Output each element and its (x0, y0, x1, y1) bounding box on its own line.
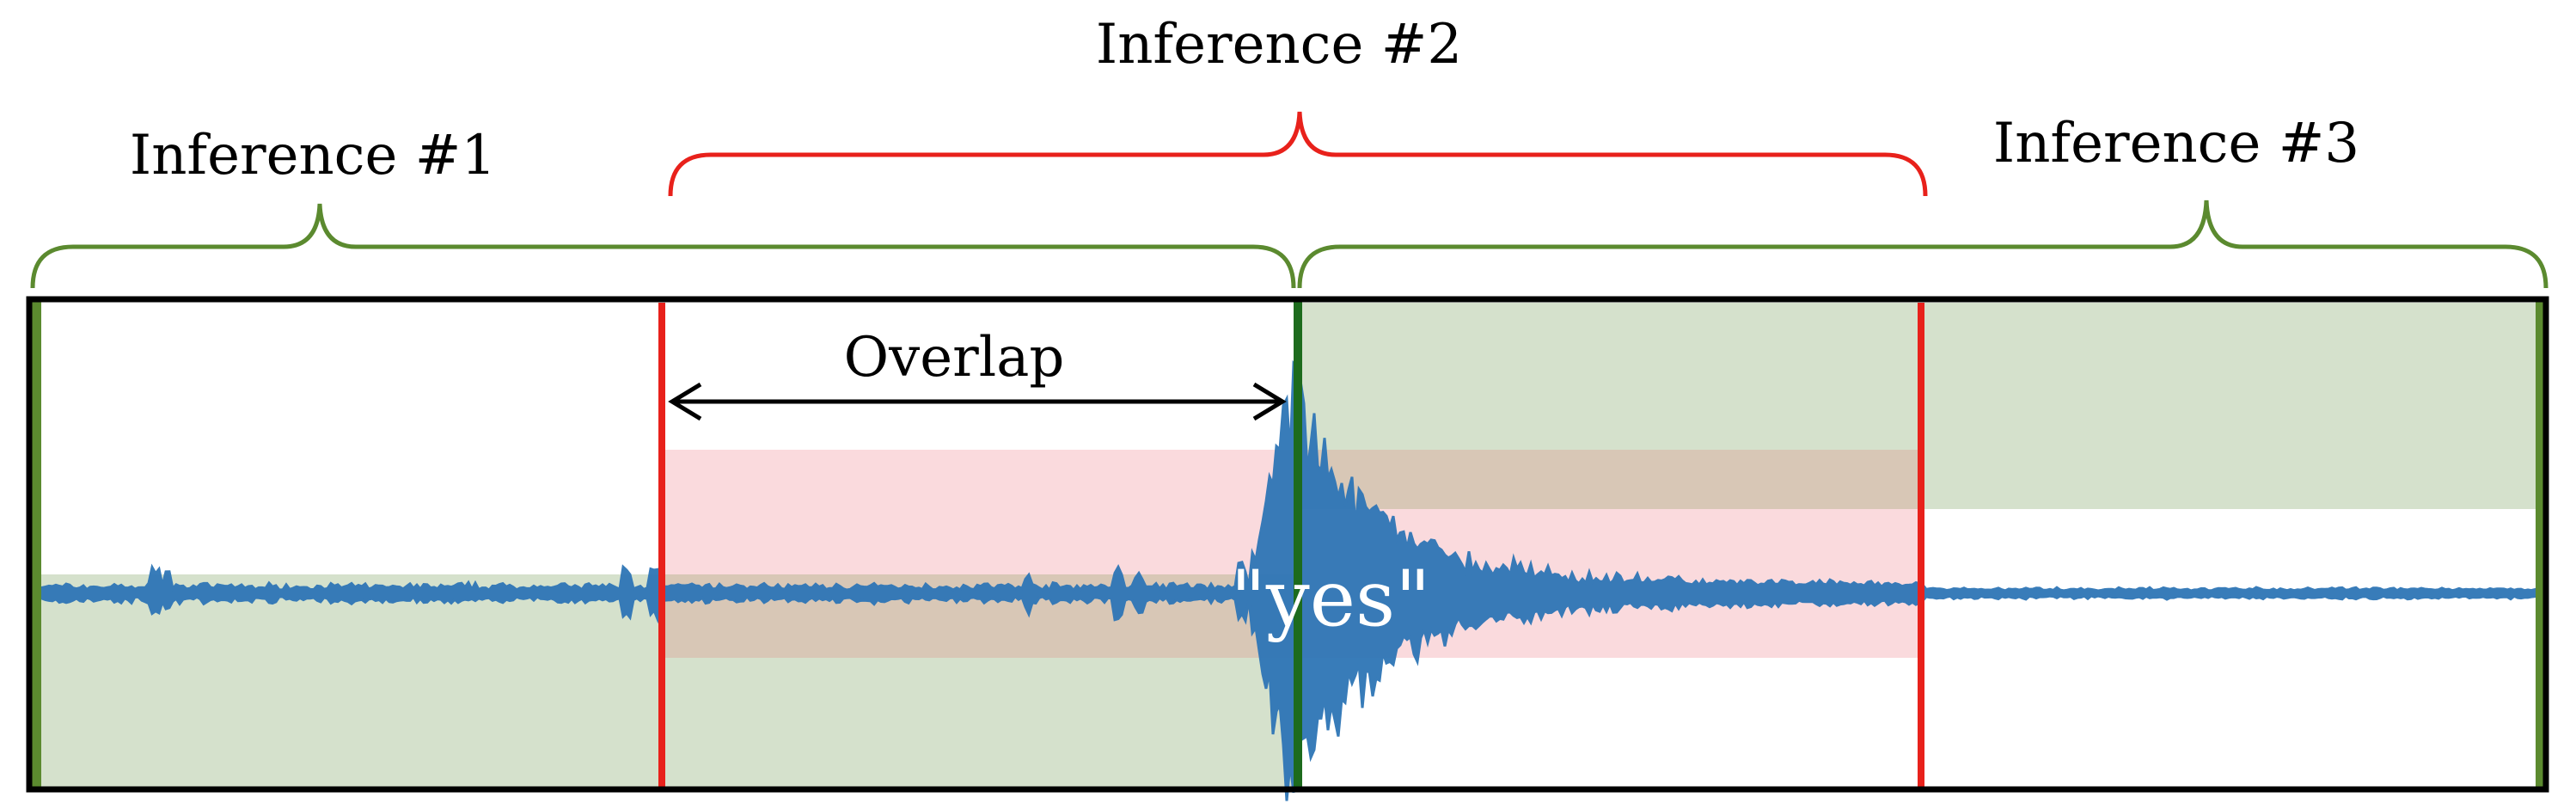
inference-2-brace (668, 111, 1928, 197)
overlap-arrow-right-head (1252, 382, 1287, 421)
keyword-label: "yes" (1230, 554, 1430, 644)
overlap-arrow (668, 382, 1287, 421)
inference-3-brace (1297, 199, 2548, 289)
inference-3-label: Inference #3 (1993, 112, 2359, 175)
inference-1-band-lower-overlap (662, 658, 1298, 788)
audio-waveform (37, 359, 2536, 801)
window-boundaries (31, 297, 2546, 789)
timeline-frame (26, 296, 2549, 793)
inference-1-brace (30, 203, 1296, 289)
overlap-label: Overlap (844, 326, 1065, 390)
inference-2-label: Inference #2 (1096, 13, 1462, 77)
inference-1-band (33, 574, 658, 788)
waveform-line (37, 359, 2536, 801)
overlap-arrow-left-head (668, 382, 702, 421)
inference-1-label: Inference #1 (130, 124, 496, 187)
window-braces (30, 111, 2548, 289)
overlap-band-2-3 (1298, 450, 1921, 509)
